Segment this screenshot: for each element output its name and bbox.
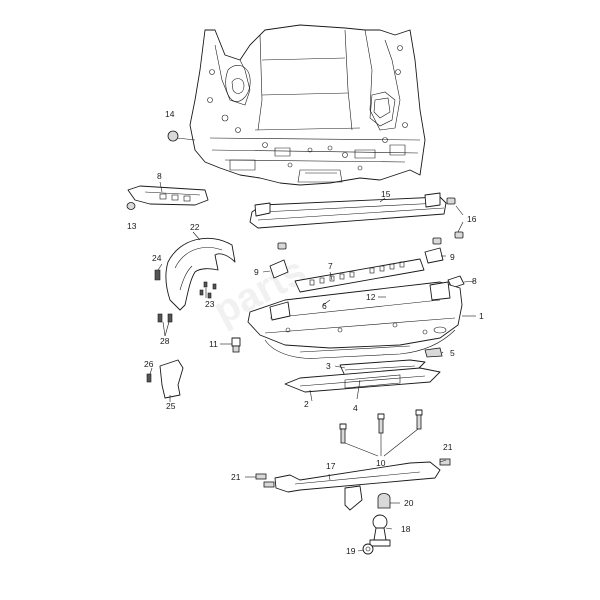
part-18-tow-ball: [369, 514, 391, 547]
callout-25: 25: [166, 401, 176, 411]
part-11-fastener: [231, 337, 241, 353]
callout-18: 18: [401, 524, 411, 534]
callout-21-left: 21: [231, 472, 241, 482]
callout-9-right: 9: [450, 252, 455, 262]
part-16-clips: [277, 197, 464, 250]
callout-9-left: 9: [254, 267, 259, 277]
part-15-impact-bar: [249, 192, 447, 229]
part-26-screw: [146, 373, 152, 383]
part-10-bolts: [339, 409, 423, 457]
callout-14: 14: [165, 109, 175, 119]
part-23-screws: [199, 281, 217, 299]
callout-5: 5: [450, 348, 455, 358]
callout-labels: 1 2 3 4 5 6 7 8 8 9 9 10 11 12 13 14 15 …: [127, 109, 484, 556]
leader-lines: [149, 181, 476, 552]
part-14-plug: [167, 130, 196, 142]
callout-3: 3: [326, 361, 331, 371]
callout-13: 13: [127, 221, 137, 231]
callout-24: 24: [152, 253, 162, 263]
part-5-trim: [424, 347, 443, 358]
part-2-lower-trim: [284, 367, 441, 393]
callout-11: 11: [209, 339, 218, 349]
callout-21-right: 21: [443, 442, 453, 452]
callout-8-right: 8: [472, 276, 477, 286]
part-22-wheel-arch-liner: [165, 237, 236, 311]
part-8-bracket-left: [127, 185, 209, 206]
part-25-mudflap: [159, 359, 184, 399]
callout-20: 20: [404, 498, 414, 508]
callout-23: 23: [205, 299, 215, 309]
part-24-screw: [154, 269, 161, 281]
part-17-tow-carrier: [274, 461, 441, 511]
part-1-bumper-cover: [247, 281, 463, 359]
callout-1: 1: [479, 311, 484, 321]
callout-17: 17: [326, 461, 336, 471]
part-13-nut: [126, 202, 136, 210]
callout-19: 19: [346, 546, 356, 556]
callout-22: 22: [190, 222, 200, 232]
callout-2: 2: [304, 399, 309, 409]
part-28-screws: [157, 313, 173, 323]
callout-8-left: 8: [157, 171, 162, 181]
part-20-cap: [377, 493, 391, 509]
callout-12: 12: [366, 292, 376, 302]
callout-16: 16: [467, 214, 477, 224]
rear-body-shell: [189, 24, 426, 186]
callout-15: 15: [381, 189, 391, 199]
part-9-guide-right: [424, 247, 444, 264]
callout-6: 6: [322, 301, 327, 311]
callout-10: 10: [376, 458, 386, 468]
part-19-nut: [362, 543, 374, 555]
callout-4: 4: [353, 403, 358, 413]
callout-28: 28: [160, 336, 170, 346]
callout-26: 26: [144, 359, 154, 369]
part-9-guide-left: [269, 259, 289, 279]
callout-7: 7: [328, 261, 333, 271]
part-7-bracket-strip: [294, 258, 425, 293]
